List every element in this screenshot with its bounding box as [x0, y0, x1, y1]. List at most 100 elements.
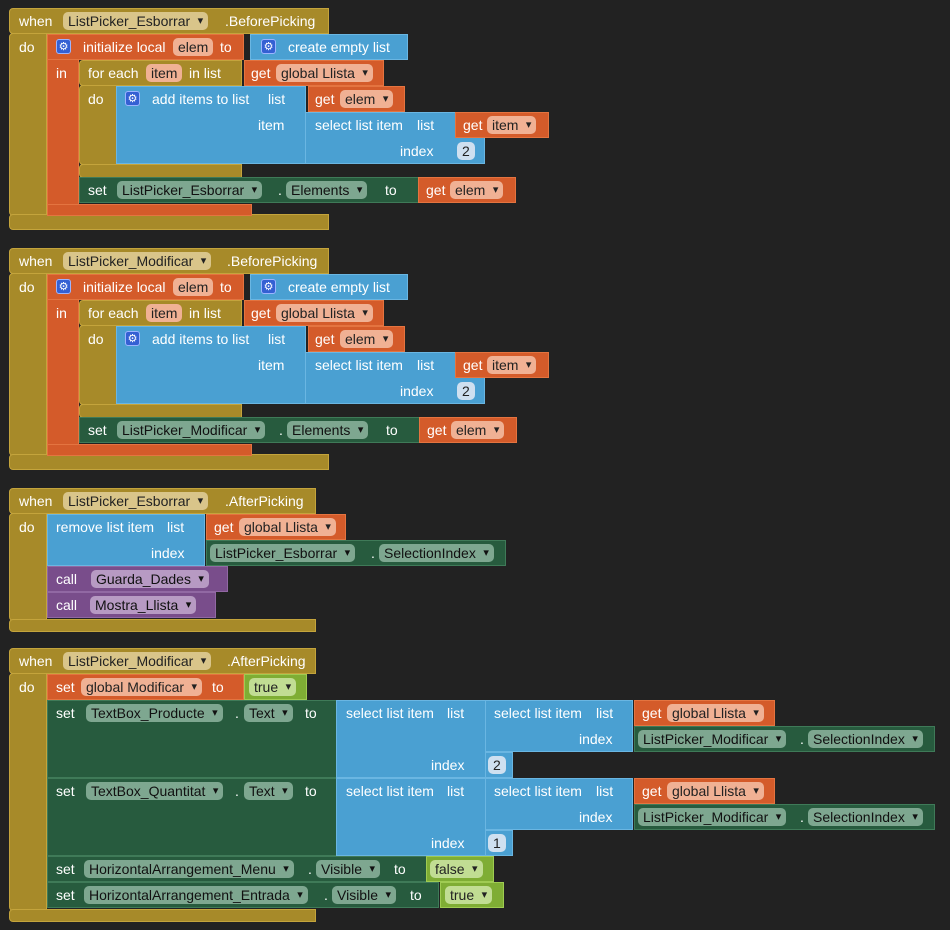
property-dropdown[interactable]: Text	[244, 782, 293, 800]
gear-icon[interactable]: ⚙	[261, 279, 276, 294]
set-label: set	[56, 679, 75, 695]
list-label: list	[417, 357, 435, 373]
component-dropdown[interactable]: ListPicker_Esborrar	[117, 181, 263, 199]
property-dropdown[interactable]: Elements	[287, 421, 369, 439]
gear-icon[interactable]: ⚙	[125, 91, 140, 106]
gear-icon[interactable]: ⚙	[56, 279, 71, 294]
variable-name-field[interactable]: elem	[173, 38, 214, 56]
to-label: to	[385, 182, 397, 198]
in-label: in	[56, 65, 67, 81]
in-label: in	[56, 305, 67, 321]
get-label: get	[214, 519, 234, 535]
variable-dropdown[interactable]: global Llista	[667, 704, 764, 722]
loop-variable-field[interactable]: item	[146, 304, 183, 322]
property-dropdown[interactable]: SelectionIndex	[808, 808, 923, 826]
variable-dropdown[interactable]: global Llista	[239, 518, 336, 536]
to-label: to	[220, 279, 232, 295]
when-label: when	[19, 253, 53, 269]
in-list-label: in list	[189, 305, 221, 321]
call-label: call	[56, 571, 78, 587]
index-label: index	[431, 835, 465, 851]
variable-dropdown[interactable]: global Llista	[276, 64, 373, 82]
component-dropdown[interactable]: HorizontalArrangement_Entrada	[84, 886, 308, 904]
gear-icon[interactable]: ⚙	[56, 39, 71, 54]
property-dropdown[interactable]: Text	[244, 704, 293, 722]
index-label: index	[579, 731, 613, 747]
gear-icon[interactable]: ⚙	[125, 331, 140, 346]
set-label: set	[88, 422, 107, 438]
variable-dropdown[interactable]: item	[487, 356, 537, 374]
in-list-label: in list	[189, 65, 221, 81]
property-dropdown[interactable]: SelectionIndex	[379, 544, 494, 562]
procedure-dropdown[interactable]: Guarda_Dades	[91, 570, 209, 588]
number-field[interactable]: 2	[488, 756, 506, 774]
component-dropdown[interactable]: ListPicker_Modificar	[63, 252, 212, 270]
procedure-dropdown[interactable]: Mostra_Llista	[90, 596, 197, 614]
event-name-label: .AfterPicking	[227, 653, 306, 669]
to-label: to	[305, 783, 317, 799]
do-label: do	[19, 279, 35, 295]
number-field[interactable]: 2	[457, 382, 475, 400]
variable-dropdown[interactable]: item	[487, 116, 537, 134]
variable-dropdown[interactable]: global Modificar	[81, 678, 203, 696]
get-label: get	[251, 305, 271, 321]
component-dropdown[interactable]: ListPicker_Modificar	[638, 730, 787, 748]
initialize-local-label: initialize local	[83, 279, 166, 295]
component-dropdown[interactable]: ListPicker_Modificar	[638, 808, 787, 826]
select-list-item-block[interactable]	[336, 778, 486, 856]
event-name-label: .BeforePicking	[225, 13, 316, 29]
set-label: set	[88, 182, 107, 198]
select-list-item-label: select list item	[494, 783, 582, 799]
boolean-dropdown[interactable]: true	[249, 678, 297, 696]
add-items-to-list-block[interactable]	[116, 326, 306, 404]
loop-variable-field[interactable]: item	[146, 64, 183, 82]
list-label: list	[447, 705, 465, 721]
component-dropdown[interactable]: ListPicker_Esborrar	[63, 12, 209, 30]
select-list-item-block[interactable]	[336, 700, 486, 778]
property-dropdown[interactable]: SelectionIndex	[808, 730, 923, 748]
variable-dropdown[interactable]: elem	[340, 330, 394, 348]
event-footer	[9, 454, 329, 470]
select-list-item-block[interactable]	[485, 778, 633, 830]
variable-dropdown[interactable]: elem	[451, 421, 505, 439]
variable-name-field[interactable]: elem	[173, 278, 214, 296]
item-label: item	[258, 357, 285, 373]
component-dropdown[interactable]: HorizontalArrangement_Menu	[84, 860, 294, 878]
number-field[interactable]: 2	[457, 142, 475, 160]
variable-dropdown[interactable]: elem	[340, 90, 394, 108]
initialize-local-footer	[47, 204, 252, 216]
select-list-item-label: select list item	[346, 705, 434, 721]
boolean-dropdown[interactable]: true	[445, 886, 493, 904]
index-label: index	[431, 757, 465, 773]
remove-list-item-block[interactable]	[47, 514, 205, 566]
variable-dropdown[interactable]: elem	[450, 181, 504, 199]
component-dropdown[interactable]: TextBox_Producte	[86, 704, 223, 722]
create-empty-list-block[interactable]	[250, 274, 408, 300]
component-dropdown[interactable]: ListPicker_Modificar	[63, 652, 212, 670]
get-label: get	[315, 91, 335, 107]
index-label: index	[151, 545, 185, 561]
variable-dropdown[interactable]: global Llista	[276, 304, 373, 322]
component-dropdown[interactable]: TextBox_Quantitat	[86, 782, 224, 800]
boolean-dropdown[interactable]: false	[430, 860, 483, 878]
property-dropdown[interactable]: Elements	[286, 181, 368, 199]
component-dropdown[interactable]: ListPicker_Esborrar	[63, 492, 209, 510]
to-label: to	[410, 887, 422, 903]
component-dropdown[interactable]: ListPicker_Esborrar	[210, 544, 356, 562]
gear-icon[interactable]: ⚙	[261, 39, 276, 54]
event-footer	[9, 619, 316, 632]
component-dropdown[interactable]: ListPicker_Modificar	[117, 421, 266, 439]
dot-label: .	[235, 705, 239, 721]
property-dropdown[interactable]: Visible	[332, 886, 396, 904]
event-footer	[9, 909, 316, 922]
dot-label: .	[371, 545, 375, 561]
variable-dropdown[interactable]: global Llista	[667, 782, 764, 800]
for-each-label: for each	[88, 305, 139, 321]
select-list-item-block[interactable]	[485, 700, 633, 752]
number-field[interactable]: 1	[488, 834, 506, 852]
for-each-footer	[79, 164, 242, 178]
create-empty-list-block[interactable]	[250, 34, 408, 60]
property-dropdown[interactable]: Visible	[316, 860, 380, 878]
do-label: do	[19, 39, 35, 55]
to-label: to	[212, 679, 224, 695]
